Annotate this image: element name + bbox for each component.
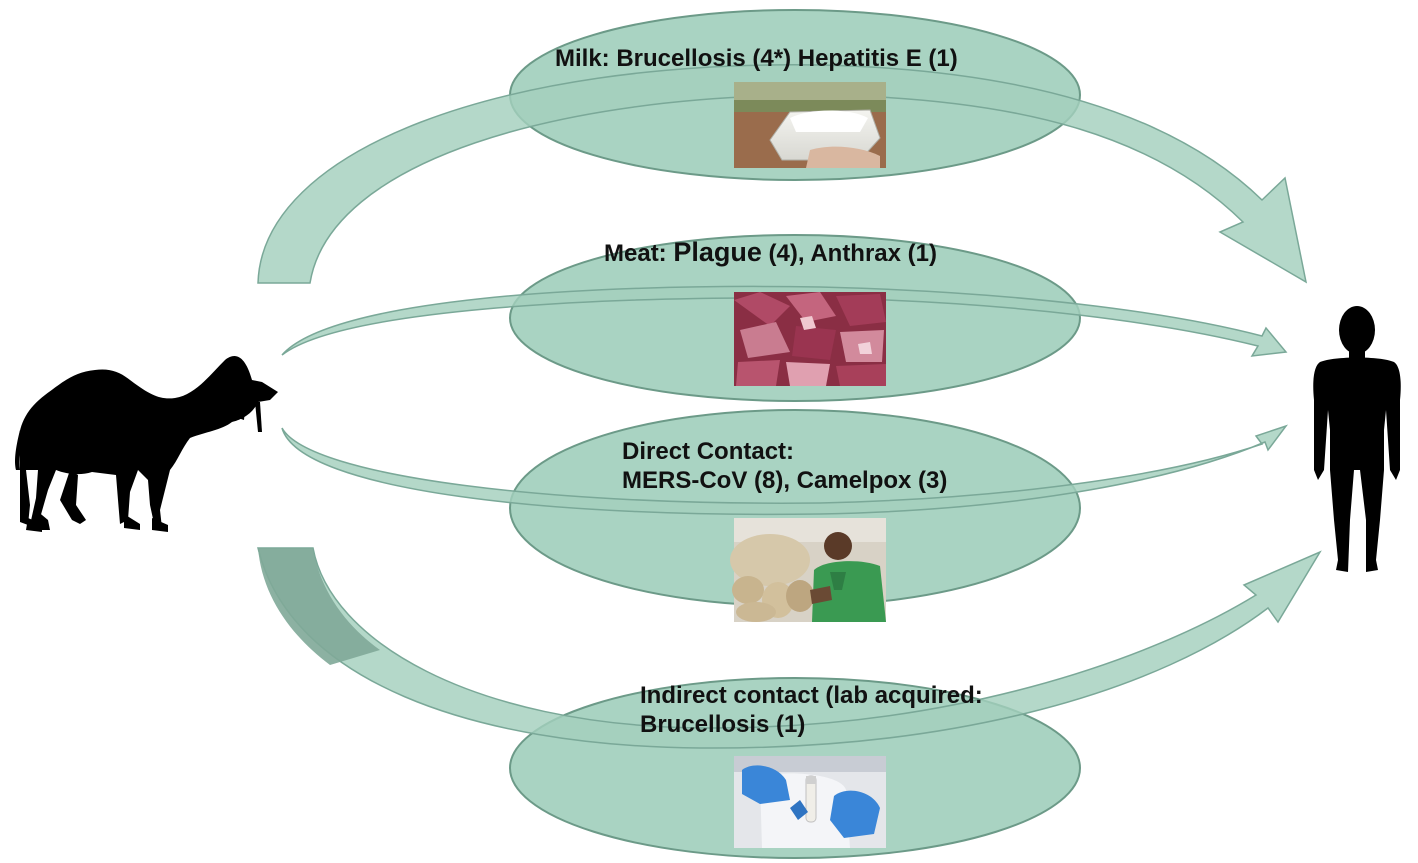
meat-route-label: Meat: Plague (4), Anthrax (1) — [604, 238, 937, 268]
meat-route-emphasis: Plague — [673, 237, 762, 267]
indirect-arrow-tail-shade — [258, 548, 380, 665]
direct-contact-line2: MERS-CoV (8), Camelpox (3) — [622, 467, 948, 494]
camel-handler-photo — [730, 518, 886, 622]
milk-product-photo — [734, 82, 886, 168]
indirect-contact-transmission-arrow — [257, 547, 1322, 749]
milk-transmission-arrow — [257, 64, 1308, 284]
milk-route-line1: Milk: Brucellosis (4*) Hepatitis E (1) — [555, 45, 958, 72]
camel-silhouette-icon — [15, 356, 278, 532]
milk-route-label: Milk: Brucellosis (4*) Hepatitis E (1) — [555, 44, 958, 73]
meat-route-suffix: (4), Anthrax (1) — [761, 240, 937, 267]
meat-route-prefix: Meat: — [604, 240, 674, 267]
lab-sample-photo — [734, 756, 886, 848]
human-silhouette-icon — [1313, 306, 1401, 572]
indirect-contact-line1: Indirect contact (lab acquired: — [640, 682, 983, 709]
raw-meat-photo — [734, 292, 886, 386]
indirect-contact-route-label: Indirect contact (lab acquired: Brucello… — [640, 681, 983, 739]
direct-contact-route-label: Direct Contact: MERS-CoV (8), Camelpox (… — [622, 437, 947, 495]
indirect-contact-line2: Brucellosis (1) — [640, 711, 806, 738]
direct-contact-transmission-arrow — [281, 424, 1289, 516]
meat-transmission-arrow — [281, 285, 1288, 357]
direct-contact-line1: Direct Contact: — [622, 438, 795, 465]
